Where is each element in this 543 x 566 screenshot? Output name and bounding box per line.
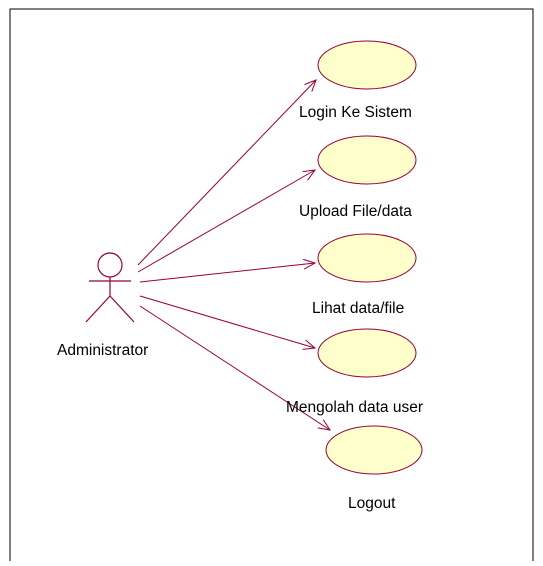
use-case-ellipse	[325, 425, 423, 475]
actor-administrator[interactable]	[85, 252, 135, 323]
association-mengolah	[139, 295, 317, 350]
actor-right-leg	[109, 295, 135, 323]
use-case-label: Login Ke Sistem	[299, 104, 412, 121]
use-case-ellipse	[317, 40, 417, 90]
association-lihat	[139, 258, 317, 283]
use-case-upload[interactable]: Upload File/data	[299, 135, 417, 220]
use-case-mengolah[interactable]: Mengolah data user	[286, 328, 423, 416]
actor-label: Administrator	[57, 342, 148, 359]
use-case-label: Mengolah data user	[286, 399, 423, 416]
use-case-login[interactable]: Login Ke Sistem	[299, 40, 417, 121]
use-case-ellipse	[317, 233, 417, 283]
association-upload	[137, 169, 317, 273]
actor-left-leg	[85, 295, 111, 323]
use-case-ellipse	[317, 135, 417, 185]
use-case-lihat[interactable]: Lihat data/file	[312, 233, 417, 317]
actor-head	[97, 252, 123, 278]
use-case-ellipse	[317, 328, 417, 378]
association-login	[137, 79, 317, 266]
use-case-label: Upload File/data	[299, 203, 412, 220]
use-case-logout[interactable]: Logout	[325, 425, 423, 512]
diagram-frame	[9, 8, 534, 561]
association-logout	[139, 305, 332, 431]
use-case-label: Lihat data/file	[312, 300, 404, 317]
use-case-label: Logout	[348, 495, 396, 512]
